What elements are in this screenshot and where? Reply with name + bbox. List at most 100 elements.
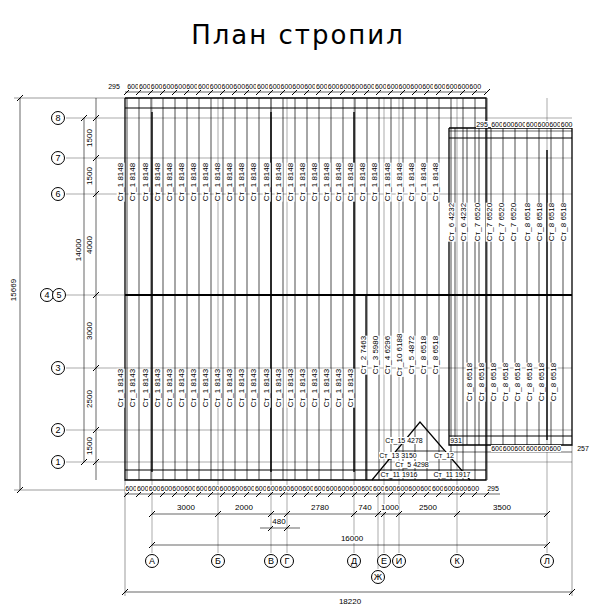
drawing-line [484,89,490,95]
drawing-line [93,459,99,465]
drawing-line [244,89,250,95]
dimension-value: 18220 [338,598,361,606]
drawing-line [412,89,418,95]
drawing-line [355,98,356,480]
drawing-line [280,491,286,497]
drawing-line [424,491,430,497]
drawing-line [328,491,334,497]
rafter-mark: Ст_8 6518 [514,362,522,401]
dimension-value: 600 [467,485,480,492]
dimension-value: 600 [445,83,458,90]
rafter-mark: Ст_1 8143 [214,368,222,407]
drawing-line [163,98,164,480]
drawing-line [160,491,166,497]
dimension-value: 600 [172,485,185,492]
dimension-value: 295 [487,485,500,492]
rafter-mark: Ст_8 6518 [548,202,556,241]
dimension-value: 600 [327,83,340,90]
drawing-line [376,491,382,497]
dimension-value: 600 [304,83,317,90]
rafter-mark: Ст_1 8148 [298,162,306,201]
dimension-value: 600 [254,485,267,492]
drawing-line [340,89,346,95]
rafter-mark: Ст_8 6518 [420,335,428,374]
dimension-value: 2000 [235,504,254,512]
drawing-line [415,98,416,480]
rafter-mark: Ст_1 8148 [262,162,270,201]
rafter-mark: Ст_1 8148 [238,162,246,201]
rafter-mark: Ст_12 [434,452,455,459]
drawing-line [367,98,368,480]
dimension-value: 600 [372,485,385,492]
drawing-line [151,98,152,480]
drawing-line [93,427,99,433]
drawing-line [424,89,430,95]
axis-bubble: Д [347,554,361,568]
drawing-line [343,98,344,480]
drawing-line [544,542,550,548]
drawing-line [547,98,548,553]
drawing-line [136,491,142,497]
dimension-value: 740 [358,504,372,512]
drawing-line [331,98,332,480]
rafter-mark: Ст_4 6296 [384,335,392,374]
axis-bubble: Б [211,554,225,568]
axis-label: 6 [55,190,60,199]
rafter-mark: Ст_1 8143 [311,368,319,407]
rafter-mark: Ст_8 6518 [502,362,510,401]
dimension-value: 600 [207,485,220,492]
dimension-value: 2500 [419,504,438,512]
dimension-value: 600 [431,485,444,492]
drawing-line [199,98,200,480]
dimension-value: 600 [197,83,210,90]
axis-bubble: 3 [51,361,65,375]
rafter-mark: Ст_1 8148 [250,162,258,201]
drawing-line [152,514,547,515]
drawing-line [260,528,300,529]
dimension-value: 600 [174,83,187,90]
axis-label: 8 [55,114,60,123]
outline [449,128,572,445]
drawing-line [196,491,202,497]
drawing-line [563,128,564,445]
rafter-mark: Ст_1 8143 [141,368,149,407]
dimension-value: 600 [150,83,163,90]
drawing-line [223,98,224,480]
axis-label: Б [215,557,221,566]
drawing-line [454,511,460,517]
rafter-mark: Ст_7 6520 [498,202,506,241]
drawing-line [352,89,358,95]
drawing-line [259,98,260,480]
drawing-line [220,491,226,497]
rafter-mark: Ст_1 8143 [238,368,246,407]
axis-bubble: 7 [51,151,65,165]
drawing-line [351,511,357,517]
rafter-mark: Ст_1 8148 [226,162,234,201]
rafter-mark: Ст_1 8143 [226,368,234,407]
dimension-value: 295 [108,83,121,90]
dimension-value: 600 [219,485,232,492]
dimension-value: 600 [560,121,573,128]
axis-label: К [454,557,459,566]
drawing-line [449,138,572,139]
rafter-mark: Ст_15 4278 [385,437,423,444]
drawing-line [215,511,221,517]
rafter-mark: Ст_1 8143 [298,368,306,407]
drawing-line [439,98,440,480]
drawing-line [307,98,308,480]
axis-label: 4 [44,291,49,300]
drawing-line [93,115,99,121]
drawing-line [220,89,226,95]
drawing-line [125,108,486,109]
axis-bubble: 6 [51,187,65,201]
dimension-value: 1500 [86,437,94,456]
rafter-mark: Ст_8 6518 [524,202,532,241]
drawing-line [127,98,128,480]
drawing-line [232,491,238,497]
dimension-value: 600 [351,83,364,90]
drawing-line [125,592,572,593]
dimension-value: 4000 [86,236,94,255]
drawing-line [451,98,452,480]
rafter-mark: Ст_1 8148 [214,162,222,201]
dimension-value: 257 [577,445,590,452]
